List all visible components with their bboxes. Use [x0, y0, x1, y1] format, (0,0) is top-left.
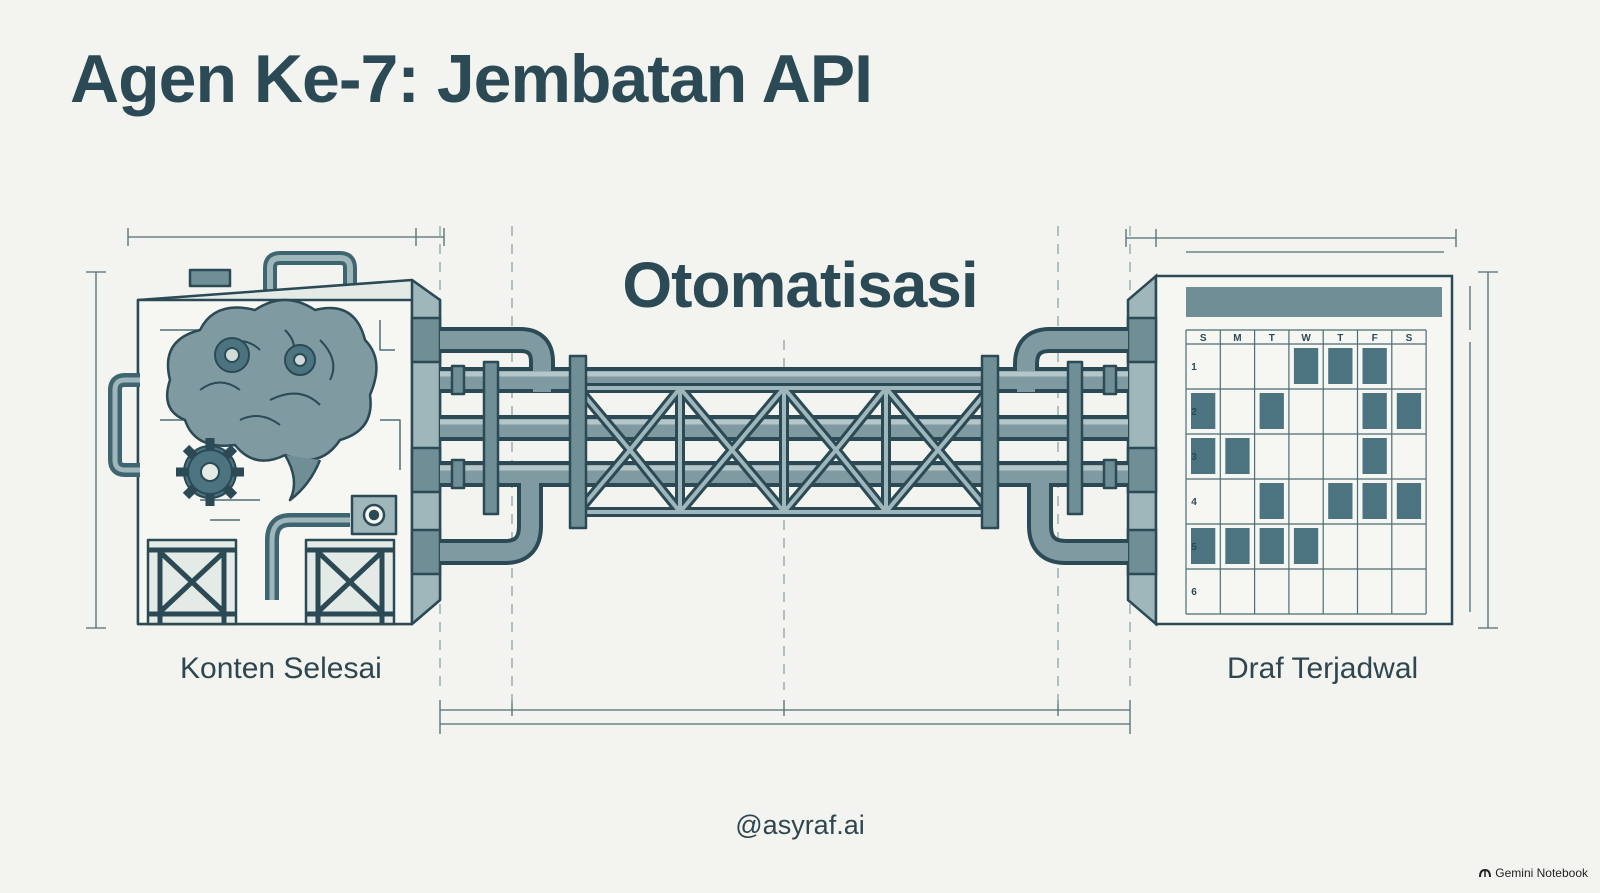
left-caption: Konten Selesai	[180, 652, 382, 685]
calendar-grid	[1185, 329, 1427, 615]
calendar-day-header: W	[1301, 333, 1311, 344]
calendar-row-number: 2	[1191, 407, 1197, 418]
calendar-filled-cell	[1225, 528, 1250, 564]
calendar-filled-cell	[1191, 393, 1216, 429]
calendar-row-number: 1	[1191, 362, 1197, 373]
calendar-day-header: T	[1269, 333, 1275, 344]
calendar-filled-cell	[1293, 348, 1319, 384]
gemini-notebook-icon	[1479, 868, 1492, 878]
calendar-day-header: F	[1372, 333, 1378, 344]
calendar-icon: S M T W T F S 1 2 3 4 5 6	[1126, 273, 1454, 627]
calendar-row-number: 4	[1191, 497, 1197, 508]
calendar-row-number: 3	[1191, 452, 1197, 463]
calendar-filled-cell	[1259, 393, 1284, 429]
calendar-filled-cell	[1396, 393, 1422, 429]
gear-icon	[176, 438, 244, 506]
page-title: Agen Ke-7: Jembatan API	[70, 41, 873, 117]
brand-badge-label: Gemini Notebook	[1495, 866, 1588, 880]
blueprint-guides	[86, 228, 1498, 734]
brain-icon	[165, 298, 378, 502]
calendar-filled-cell	[1293, 528, 1319, 564]
automation-label: Otomatisasi	[622, 249, 978, 321]
right-caption: Draf Terjadwal	[1227, 652, 1419, 685]
calendar-filled-cell	[1328, 483, 1353, 519]
calendar-filled-cell	[1362, 483, 1387, 519]
calendar-day-header: T	[1337, 333, 1343, 344]
calendar-filled-cell	[1362, 438, 1387, 474]
calendar-filled-cell	[1225, 438, 1250, 474]
content-machine	[108, 251, 442, 626]
author-handle: @asyraf.ai	[735, 810, 865, 840]
calendar-filled-cell	[1328, 348, 1353, 384]
calendar-row-number: 5	[1191, 542, 1197, 553]
brand-badge: Gemini Notebook	[1479, 866, 1588, 880]
calendar-filled-cell	[1259, 483, 1284, 519]
calendar-day-header: S	[1200, 333, 1207, 344]
calendar-filled-days	[1191, 348, 1422, 564]
calendar-row-number: 6	[1191, 587, 1197, 598]
calendar-filled-cell	[1259, 528, 1284, 564]
calendar-filled-cell	[1191, 528, 1216, 564]
calendar-day-header: M	[1233, 333, 1241, 344]
calendar-filled-cell	[1396, 483, 1422, 519]
gear-icon	[214, 337, 316, 376]
calendar-filled-cell	[1362, 348, 1387, 384]
calendar-filled-cell	[1191, 438, 1216, 474]
calendar-filled-cell	[1362, 393, 1387, 429]
truss-bridge-icon	[450, 354, 1118, 530]
calendar-day-header: S	[1406, 333, 1413, 344]
